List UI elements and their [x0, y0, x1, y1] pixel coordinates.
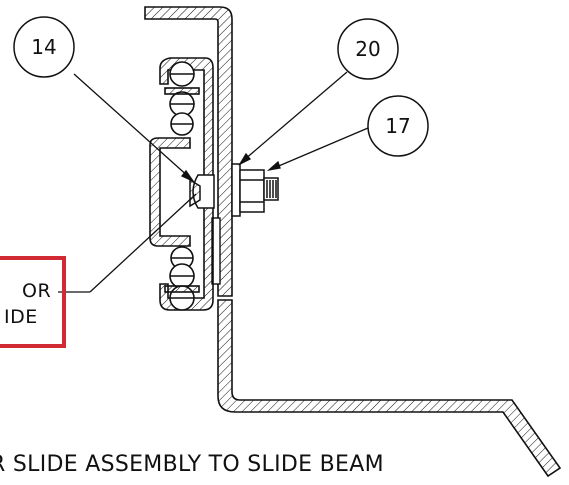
callout-line-1: OR — [22, 280, 52, 302]
leader-lines — [58, 71, 369, 293]
washer — [231, 163, 241, 217]
callout-line-2: IDE — [4, 306, 38, 328]
hex-nut — [239, 169, 265, 213]
callout-box — [0, 256, 66, 348]
slide-beam — [144, 6, 562, 478]
balloon-label-14: 14 — [31, 35, 56, 59]
drawing-caption: R SLIDE ASSEMBLY TO SLIDE BEAM — [0, 452, 384, 477]
balloon-label-20: 20 — [355, 37, 380, 61]
balloon-14: 14 — [13, 16, 75, 78]
balloon-17: 17 — [367, 95, 429, 157]
fastener — [189, 163, 279, 217]
balloon-label-17: 17 — [385, 114, 410, 138]
balloon-20: 20 — [337, 18, 399, 80]
drawer-slide — [149, 57, 214, 311]
